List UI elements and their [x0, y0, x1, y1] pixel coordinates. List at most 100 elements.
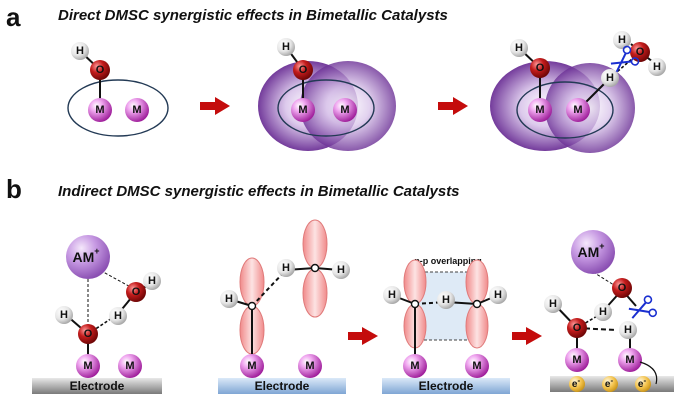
svg-text:O: O: [536, 62, 545, 74]
svg-text:O: O: [132, 286, 141, 298]
svg-text:M: M: [305, 360, 314, 372]
panel-b-step-1: Electrode AM+ H O H H O M M: [32, 235, 162, 394]
oxygen-atom: O: [293, 60, 313, 80]
oxygen-atom: O: [630, 42, 650, 62]
hydrogen-atom: H: [109, 307, 127, 325]
metal-atom: M: [565, 348, 589, 372]
svg-text:H: H: [624, 324, 632, 336]
oxygen-atom: O: [612, 278, 632, 298]
svg-text:O: O: [299, 64, 308, 76]
hydrogen-atom: H: [648, 58, 666, 76]
electron: e-: [635, 376, 651, 392]
svg-text:AM+: AM+: [72, 246, 99, 265]
svg-text:M: M: [247, 360, 256, 372]
svg-text:H: H: [653, 61, 661, 73]
metal-atom: M: [125, 98, 149, 122]
svg-text:H: H: [337, 264, 345, 276]
oxygen-atom: O: [126, 282, 146, 302]
svg-text:H: H: [282, 41, 290, 53]
electrode-bar: [382, 378, 510, 394]
hydrogen-atom: H: [544, 295, 562, 313]
panel-a-letter: a: [6, 2, 21, 32]
p-orbital: [465, 259, 489, 349]
scissors-icon: [610, 45, 640, 73]
electrode-label: Electrode: [255, 379, 310, 393]
hydrogen-atom: H: [55, 306, 73, 324]
hydrogen-atom: H: [277, 259, 295, 277]
metal-atom: M: [118, 354, 142, 378]
metal-atom: M: [88, 98, 112, 122]
reaction-arrow-icon: [200, 97, 230, 115]
svg-text:e-: e-: [605, 376, 614, 390]
svg-text:M: M: [472, 360, 481, 372]
electrode-label: Electrode: [70, 379, 125, 393]
svg-text:H: H: [76, 45, 84, 57]
oxygen-atom: O: [90, 60, 110, 80]
svg-text:e-: e-: [572, 376, 581, 390]
electron-cloud: [545, 63, 635, 153]
metal-atom: M: [566, 98, 590, 122]
panel-b-title: Indirect DMSC synergistic effects in Bim…: [58, 183, 460, 200]
am-cation: AM+: [66, 235, 110, 279]
metal-atom: M: [403, 354, 427, 378]
oxygen-atom: O: [567, 318, 587, 338]
svg-text:H: H: [599, 306, 607, 318]
svg-text:e-: e-: [638, 376, 647, 390]
hydrogen-atom: H: [277, 38, 295, 56]
panel-b-step-2: Electrode H H H M M: [218, 219, 350, 394]
overlap-label: p-p overlapping: [414, 256, 482, 266]
oxygen-atom: O: [530, 58, 550, 78]
svg-text:AM+: AM+: [577, 241, 604, 260]
surface-ellipse: [516, 81, 614, 139]
metal-atom: M: [291, 98, 315, 122]
svg-text:H: H: [114, 310, 122, 322]
scissors-icon: [628, 295, 658, 319]
svg-text:M: M: [340, 104, 349, 116]
hydrogen-atom: H: [383, 286, 401, 304]
svg-text:H: H: [606, 72, 614, 84]
metal-atom: M: [528, 98, 552, 122]
hydrogen-atom: H: [332, 261, 350, 279]
hydrogen-atom: H: [437, 291, 455, 309]
oxygen-center: [247, 301, 257, 311]
metal-atom: M: [76, 354, 100, 378]
metal-atom: M: [298, 354, 322, 378]
electron-transfer-curve: [639, 361, 658, 385]
surface-ellipse: [277, 79, 375, 137]
svg-text:O: O: [84, 328, 93, 340]
svg-text:M: M: [298, 104, 307, 116]
svg-text:H: H: [618, 34, 626, 46]
metal-atom: M: [333, 98, 357, 122]
svg-text:H: H: [282, 262, 290, 274]
metal-atom: M: [618, 348, 642, 372]
reaction-arrow-icon: [438, 97, 468, 115]
svg-text:M: M: [572, 354, 581, 366]
hydrogen-atom: H: [613, 31, 631, 49]
svg-text:H: H: [148, 275, 156, 287]
oxygen-center: [310, 263, 320, 273]
svg-text:O: O: [636, 46, 645, 58]
svg-text:H: H: [60, 309, 68, 321]
panel-b-step-4: AM+ O H H O H M M e- e- e-: [544, 230, 674, 392]
svg-text:H: H: [225, 293, 233, 305]
hydrogen-atom: H: [489, 286, 507, 304]
hydrogen-atom: H: [601, 69, 619, 87]
surface-ellipse: [67, 79, 169, 137]
svg-text:O: O: [618, 282, 627, 294]
svg-text:H: H: [515, 42, 523, 54]
svg-text:M: M: [625, 354, 634, 366]
hydrogen-atom: H: [71, 42, 89, 60]
panel-a-step-1: H O M M: [67, 42, 169, 137]
panel-a-title: Direct DMSC synergistic effects in Bimet…: [58, 7, 448, 24]
panel-a-step-3: H O H H O H M M: [490, 31, 666, 153]
svg-text:M: M: [410, 360, 419, 372]
hydrogen-atom: H: [510, 39, 528, 57]
hydrogen-atom: H: [619, 321, 637, 339]
svg-text:H: H: [388, 289, 396, 301]
panel-a-step-2: H O M M: [258, 38, 396, 151]
electrode-label: Electrode: [419, 379, 474, 393]
metal-atom: M: [465, 354, 489, 378]
oxygen-atom: O: [78, 324, 98, 344]
svg-text:M: M: [95, 104, 104, 116]
